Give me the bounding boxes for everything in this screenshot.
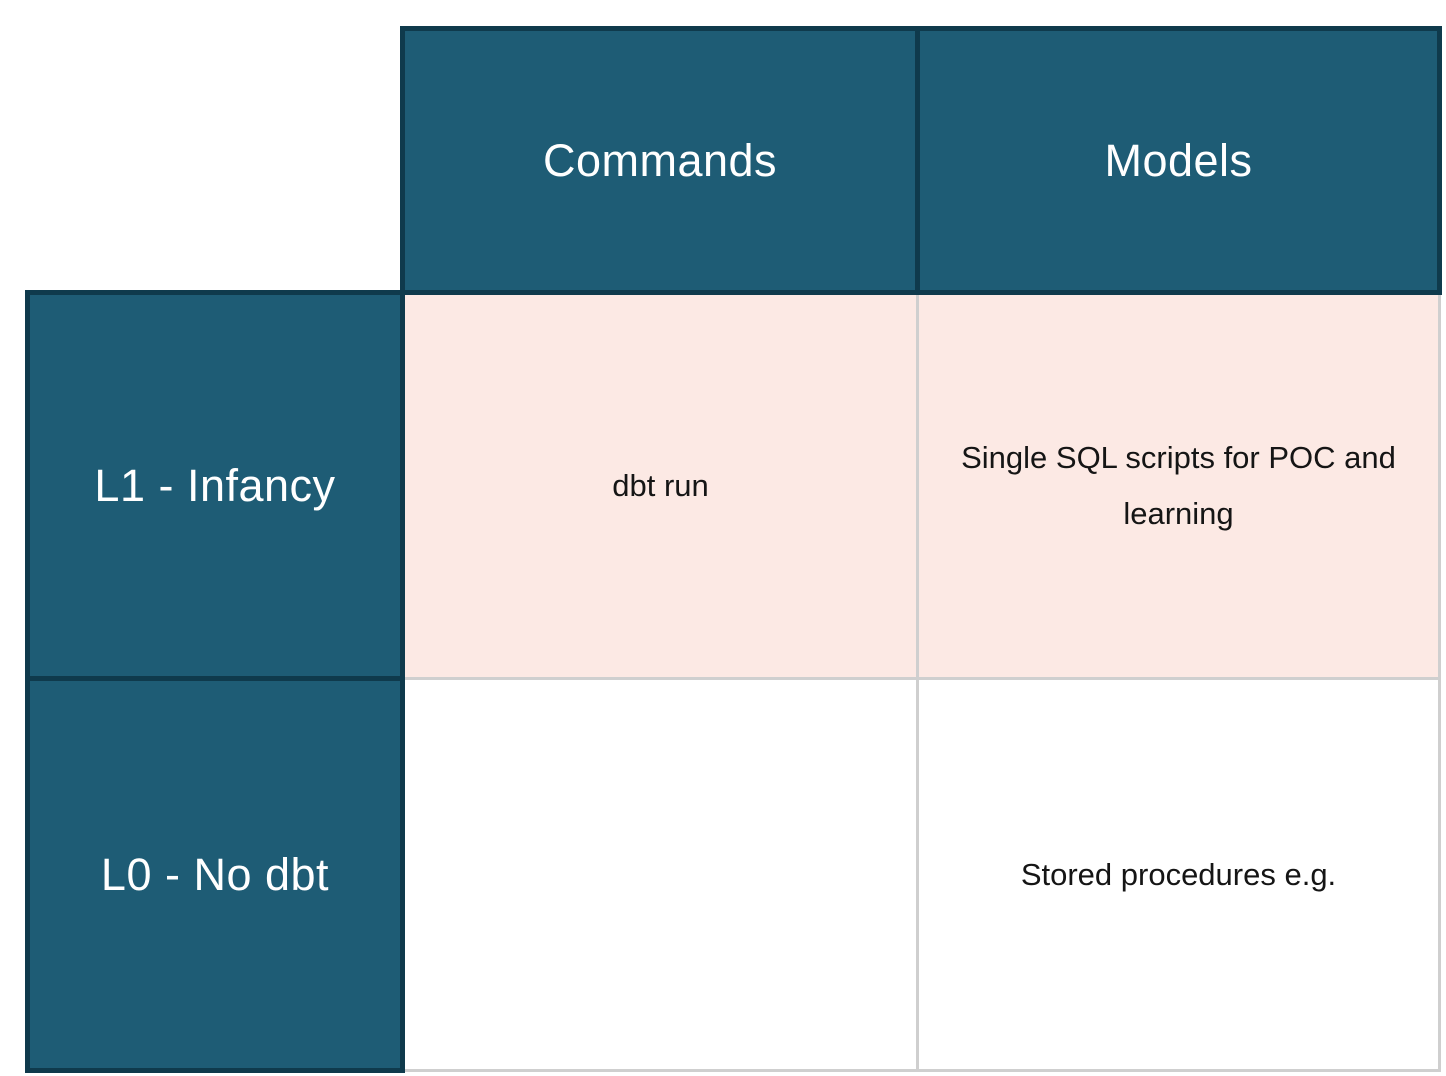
table-header-row: Commands Models: [27, 26, 1442, 295]
maturity-matrix: Commands Models L1 - Infancy dbt run Sin…: [25, 26, 1442, 1073]
table-row-l1: L1 - Infancy dbt run Single SQL scripts …: [25, 290, 1441, 681]
column-header-models: Models: [915, 26, 1442, 295]
cell-l1-commands-text: dbt run: [612, 468, 709, 504]
maturity-matrix-table: Commands Models L1 - Infancy dbt run Sin…: [25, 26, 1442, 1073]
cell-l0-models-text: Stored procedures e.g.: [1020, 856, 1337, 892]
cell-l1-commands: dbt run: [401, 291, 919, 680]
row-header-l1-infancy: L1 - Infancy: [25, 290, 405, 681]
cell-l1-models-text: Single SQL scripts for POC and learning: [961, 440, 1396, 531]
column-header-commands: Commands: [400, 26, 920, 295]
row-header-l0-no-dbt: L0 - No dbt: [25, 676, 405, 1073]
cell-l1-models: Single SQL scripts for POC and learning: [916, 291, 1441, 680]
cell-l0-models: Stored procedures e.g.: [916, 677, 1441, 1072]
cell-l0-commands: [401, 677, 919, 1072]
table-row-l0: L0 - No dbt Stored procedures e.g.: [25, 676, 1441, 1073]
corner-cell: [27, 28, 403, 293]
